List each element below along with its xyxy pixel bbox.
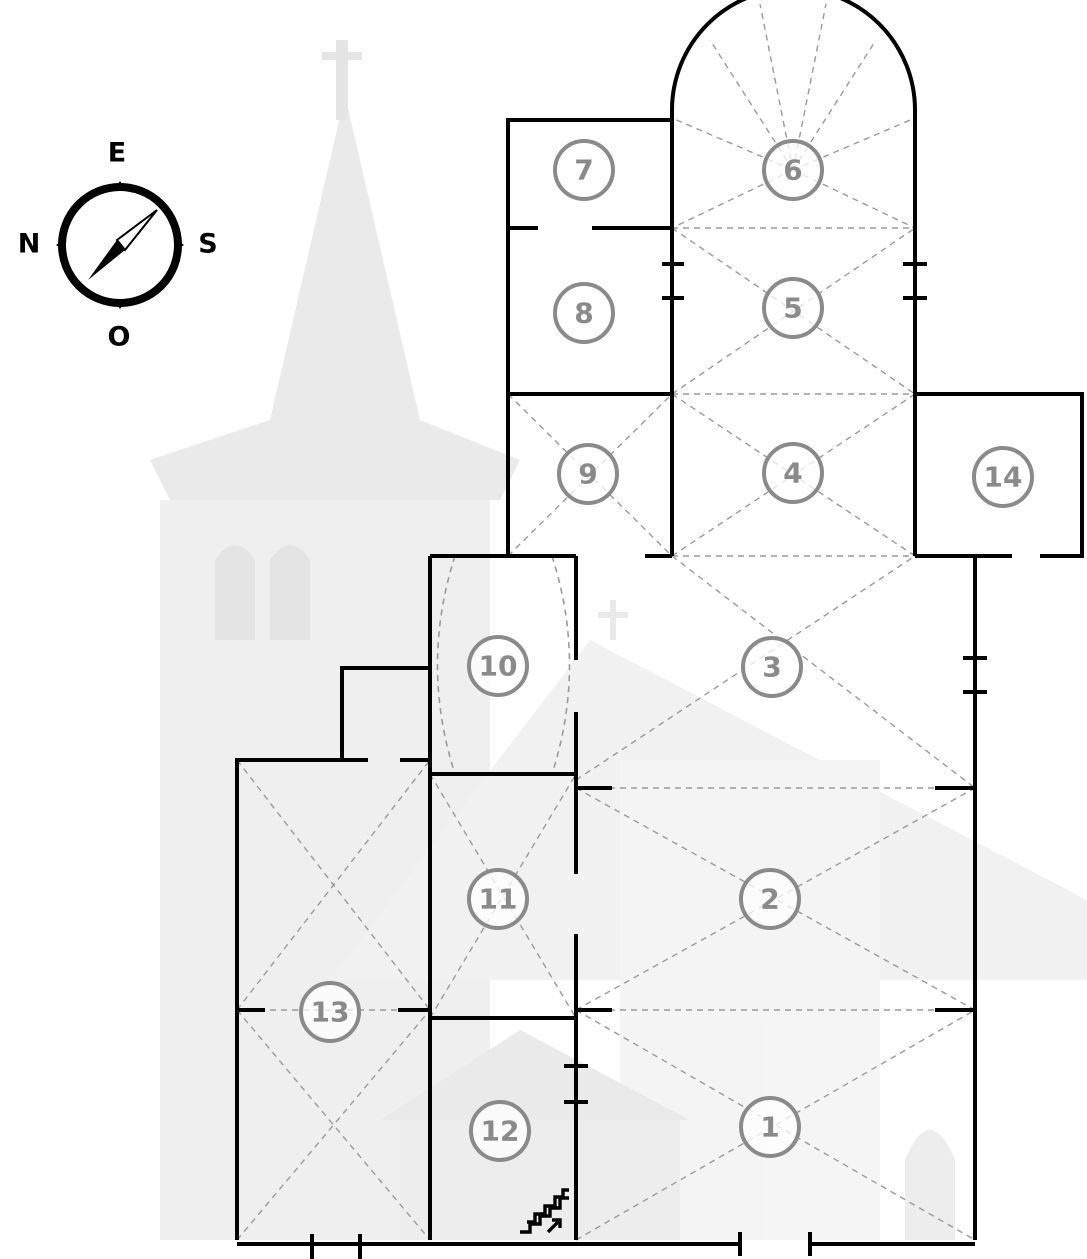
room-label: 3 xyxy=(762,651,781,684)
room-label: 11 xyxy=(479,883,518,916)
room-label: 7 xyxy=(574,154,593,187)
room-label: 12 xyxy=(481,1115,520,1148)
room-label: 2 xyxy=(760,883,779,916)
room-badge-5: 5 xyxy=(762,277,824,339)
room-badge-2: 2 xyxy=(739,868,801,930)
room-label: 10 xyxy=(479,650,518,683)
room-badge-4: 4 xyxy=(762,442,824,504)
walls xyxy=(235,0,1084,1246)
room-label: 1 xyxy=(760,1111,779,1144)
room-badge-9: 9 xyxy=(557,443,619,505)
room-badge-14: 14 xyxy=(972,446,1034,508)
room-badge-6: 6 xyxy=(762,139,824,201)
room-badge-10: 10 xyxy=(467,635,529,697)
room-badge-3: 3 xyxy=(741,636,803,698)
stairs-up-icon xyxy=(520,1188,569,1234)
room-badge-7: 7 xyxy=(553,139,615,201)
church-photo-watermark xyxy=(150,40,1087,1240)
room-badge-8: 8 xyxy=(553,282,615,344)
room-badge-11: 11 xyxy=(467,868,529,930)
compass-north-label: N xyxy=(18,229,41,260)
room-label: 14 xyxy=(984,461,1023,494)
room-badge-1: 1 xyxy=(739,1096,801,1158)
room-label: 4 xyxy=(783,457,802,490)
room-label: 6 xyxy=(783,154,802,187)
room-badge-12: 12 xyxy=(469,1100,531,1162)
door-jambs xyxy=(310,262,987,1259)
room-label: 8 xyxy=(574,297,593,330)
room-label: 13 xyxy=(311,996,350,1029)
compass-east-label: E xyxy=(108,138,126,169)
compass-west-label: O xyxy=(108,322,131,353)
room-label: 5 xyxy=(783,292,802,325)
room-label: 9 xyxy=(578,458,597,491)
compass-south-label: S xyxy=(198,229,217,260)
room-badges: 1 2 3 4 5 6 7 8 9 10 11 12 13 14 xyxy=(299,139,1034,1162)
room-badge-13: 13 xyxy=(299,981,361,1043)
compass-rose-icon: E N S O xyxy=(18,138,218,353)
